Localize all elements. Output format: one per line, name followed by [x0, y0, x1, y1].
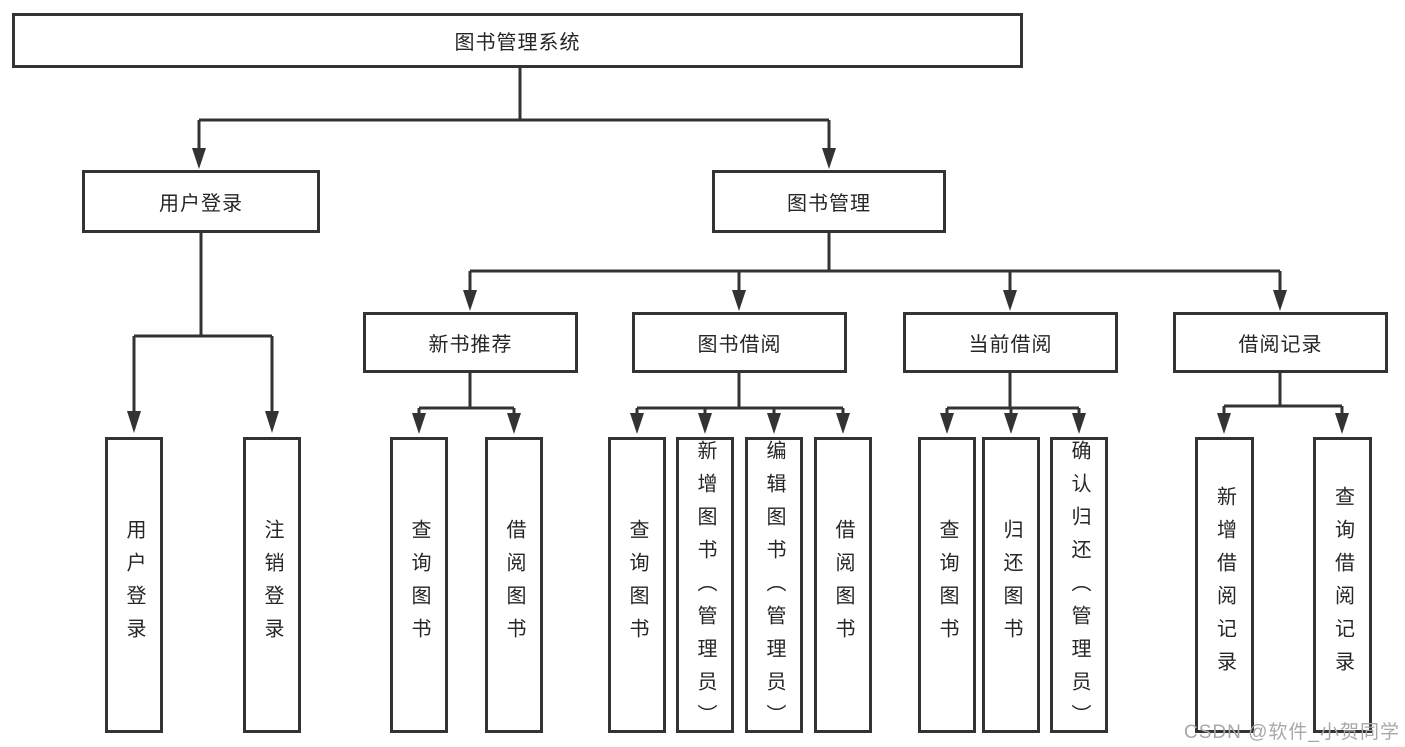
leaf-label: 编辑图书（管理员）: [763, 440, 785, 733]
leaf-label: 查询图书: [936, 519, 958, 651]
node-borrow-records: 借阅记录: [1173, 312, 1388, 373]
arrowhead: [767, 413, 781, 434]
leaf-user-login: 用户登录: [105, 437, 163, 733]
leaf-label: 新增借阅记录: [1213, 486, 1236, 684]
node-current-borrow: 当前借阅: [903, 312, 1118, 373]
arrowhead: [1004, 413, 1018, 434]
node-book-management: 图书管理: [712, 170, 946, 233]
connector-borrow-to-leaves: [630, 373, 850, 434]
leaf-borrow-query-books: 查询图书: [608, 437, 666, 733]
arrowhead: [463, 290, 477, 311]
node-label: 用户登录: [159, 193, 243, 215]
arrowhead: [1003, 290, 1017, 311]
node-label: 当前借阅: [968, 334, 1053, 356]
leaf-label: 查询图书: [408, 519, 430, 651]
arrowhead: [1217, 413, 1231, 434]
leaf-logout: 注销登录: [243, 437, 301, 733]
leaf-label: 确认归还（管理员）: [1068, 440, 1090, 733]
leaf-borrow-borrow-books: 借阅图书: [814, 437, 872, 733]
leaf-records-query-record: 查询借阅记录: [1313, 437, 1372, 733]
arrowhead: [1335, 413, 1349, 434]
arrowhead: [412, 413, 426, 434]
node-root-library-system: 图书管理系统: [12, 13, 1023, 68]
arrowhead: [698, 413, 712, 434]
leaf-current-confirm-return-admin: 确认归还（管理员）: [1050, 437, 1108, 733]
node-book-borrow: 图书借阅: [632, 312, 847, 373]
arrowhead: [836, 413, 850, 434]
leaf-records-add-record: 新增借阅记录: [1195, 437, 1254, 733]
leaf-borrow-edit-books-admin: 编辑图书（管理员）: [745, 437, 803, 733]
leaf-label: 用户登录: [123, 519, 145, 651]
node-new-book-recommend: 新书推荐: [363, 312, 578, 373]
node-label: 借阅记录: [1238, 334, 1323, 356]
arrowhead: [1072, 413, 1086, 434]
arrowhead: [940, 413, 954, 434]
arrowhead: [732, 290, 746, 311]
arrowhead: [822, 148, 836, 169]
connector-records-to-leaves: [1217, 373, 1349, 434]
node-user-login: 用户登录: [82, 170, 320, 233]
connector-root-to-level2: [192, 66, 836, 169]
arrowhead: [265, 411, 279, 433]
leaf-label: 借阅图书: [832, 519, 854, 651]
arrowhead: [192, 148, 206, 169]
csdn-watermark: CSDN @软件_小贺同学: [1184, 722, 1400, 743]
node-label: 新书推荐: [428, 334, 513, 356]
leaf-current-return-books: 归还图书: [982, 437, 1040, 733]
connector-bookmgmt-to-level3: [463, 231, 1287, 311]
leaf-label: 查询图书: [626, 519, 648, 651]
leaf-recommend-borrow-books: 借阅图书: [485, 437, 543, 733]
arrowhead: [507, 413, 521, 434]
node-label: 图书借阅: [697, 334, 782, 356]
leaf-borrow-add-books-admin: 新增图书（管理员）: [676, 437, 734, 733]
leaf-label: 借阅图书: [503, 519, 525, 651]
node-label: 图书管理系统: [454, 32, 581, 54]
arrowhead: [630, 413, 644, 434]
arrowhead: [1273, 290, 1287, 311]
leaf-label: 新增图书（管理员）: [694, 440, 716, 733]
node-label: 图书管理: [787, 193, 871, 215]
connector-recommend-to-leaves: [412, 373, 521, 434]
connector-userlogin-to-leaves: [127, 231, 279, 433]
leaf-recommend-query-books: 查询图书: [390, 437, 448, 733]
leaf-label: 归还图书: [1000, 519, 1022, 651]
arrowhead: [127, 411, 141, 433]
leaf-current-query-books: 查询图书: [918, 437, 976, 733]
connector-current-to-leaves: [940, 373, 1086, 434]
leaf-label: 查询借阅记录: [1331, 486, 1354, 684]
leaf-label: 注销登录: [261, 519, 283, 651]
